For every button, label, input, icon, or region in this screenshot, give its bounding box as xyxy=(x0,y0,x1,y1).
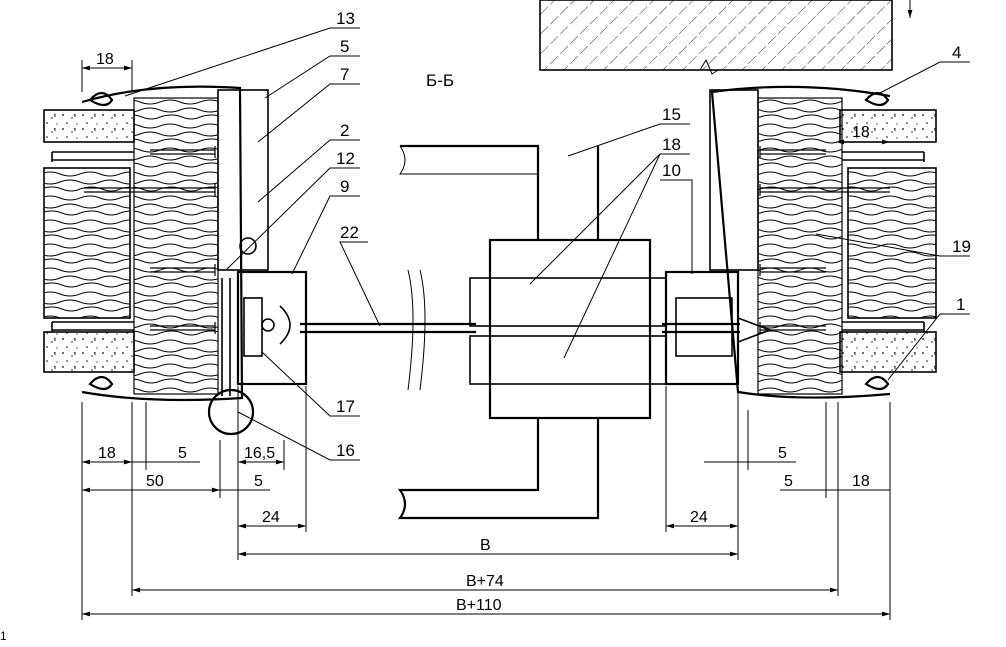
right-door-profile xyxy=(664,270,773,386)
callout-22: 22 xyxy=(340,223,359,242)
dim-top-left-18: 18 xyxy=(96,51,114,68)
left-door-profile xyxy=(236,270,308,386)
callout-labels: 13 5 7 2 12 9 22 17 16 15 18 10 4 19 1 Б… xyxy=(336,9,971,460)
callout-12: 12 xyxy=(336,149,355,168)
right-wall-assembly xyxy=(709,85,937,399)
dim-overall-B110: В+110 xyxy=(456,597,502,614)
top-wall-block xyxy=(539,0,913,75)
dim-bl-24: 24 xyxy=(262,509,280,526)
callout-4: 4 xyxy=(952,43,961,62)
callout-leaders xyxy=(124,27,970,461)
dim-br-5b: 5 xyxy=(784,473,793,490)
callout-9: 9 xyxy=(340,177,349,196)
callout-18: 18 xyxy=(662,135,681,154)
callout-10: 10 xyxy=(662,161,681,180)
dim-bl-18: 18 xyxy=(98,445,116,462)
dim-overall-B74: В+74 xyxy=(466,573,504,590)
left-wall-assembly xyxy=(43,85,269,402)
callout-2: 2 xyxy=(340,121,349,140)
callout-19: 19 xyxy=(952,237,971,256)
dim-bl-50: 50 xyxy=(146,473,164,490)
dim-br-24: 24 xyxy=(690,509,708,526)
corner-mark: 1 xyxy=(0,629,7,643)
dim-bl-16-5: 16,5 xyxy=(244,445,275,462)
callout-13: 13 xyxy=(336,9,355,28)
callout-15: 15 xyxy=(662,105,681,124)
rod-16 xyxy=(207,278,255,436)
dim-overall-B: В xyxy=(480,537,491,554)
callout-7: 7 xyxy=(340,65,349,84)
callout-17: 17 xyxy=(336,397,355,416)
section-title: Б-Б xyxy=(426,71,454,90)
callout-1: 1 xyxy=(956,295,965,314)
callout-5: 5 xyxy=(340,37,349,56)
dim-bl-5: 5 xyxy=(178,445,187,462)
dimension-lines xyxy=(81,60,891,620)
dim-bl-5b: 5 xyxy=(254,473,263,490)
handle-lock-assembly xyxy=(300,144,740,520)
left-screws xyxy=(84,146,216,334)
dimension-labels: 18 18 18 5 16,5 50 5 24 5 5 18 24 В В+74… xyxy=(0,51,870,643)
dim-br-18: 18 xyxy=(852,473,870,490)
callout-16: 16 xyxy=(336,441,355,460)
dim-br-5a: 5 xyxy=(778,445,787,462)
dim-top-right-18: 18 xyxy=(852,124,870,141)
right-screws xyxy=(759,146,890,334)
